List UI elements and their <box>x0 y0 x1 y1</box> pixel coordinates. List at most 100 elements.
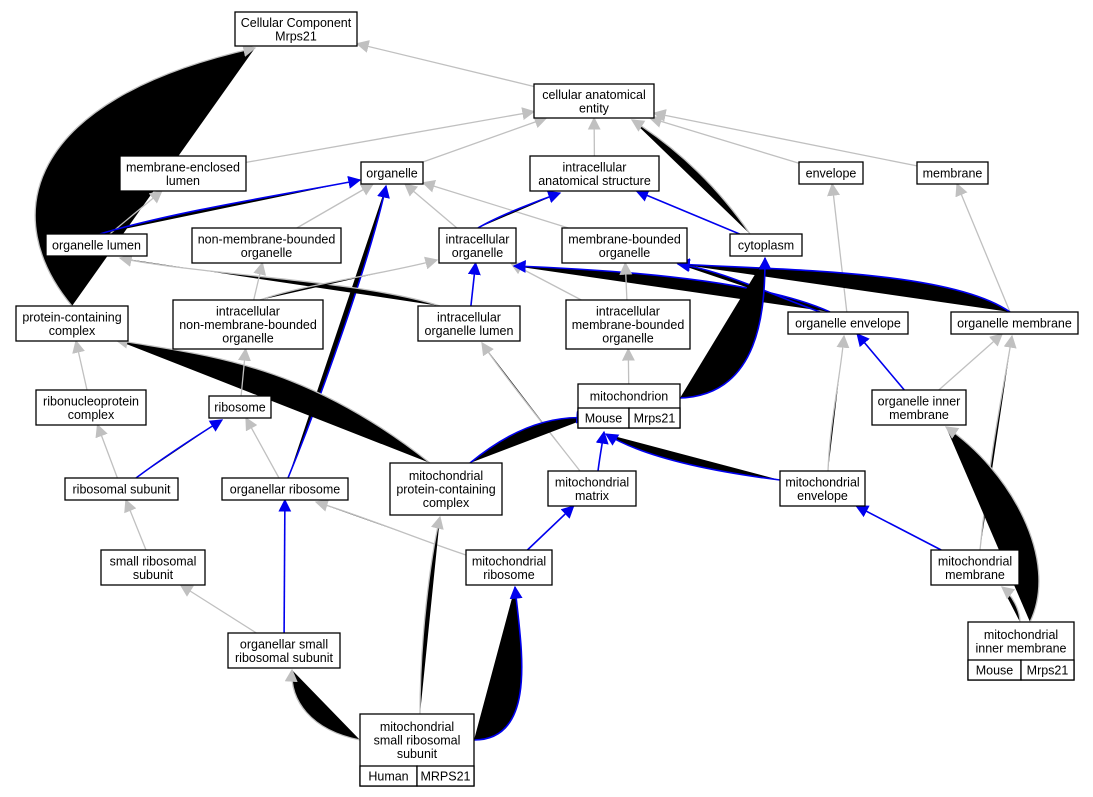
node-organelle[interactable]: organelle <box>360 161 424 185</box>
node-label-line: membrane-bounded <box>572 318 685 332</box>
node-box <box>547 470 637 507</box>
node-label-line: organelle inner <box>878 394 961 408</box>
node-box <box>100 549 206 586</box>
edge-mmat-to-mito <box>595 430 609 472</box>
edge-nmbo-to-organelle <box>296 183 375 229</box>
node-label-line: organelle <box>222 332 273 346</box>
edge-iol-to-io <box>467 261 481 307</box>
node-cyto[interactable]: cytoplasm <box>729 233 803 257</box>
edge-oim-to-oenv <box>856 333 905 391</box>
node-label-line: mitochondrial <box>380 720 454 734</box>
node-box <box>916 161 989 185</box>
node-label-line: subunit <box>397 747 438 761</box>
node-box <box>465 549 553 586</box>
node-label-line: inner membrane <box>975 641 1066 655</box>
node-label-line: organelle lumen <box>52 239 141 253</box>
node-label-line: cytoplasm <box>738 239 794 253</box>
edge-cae-to-cc <box>355 40 535 88</box>
node-box <box>529 155 660 192</box>
edge-menv-to-mito <box>604 433 781 481</box>
gene-label: Mrps21 <box>634 412 676 426</box>
node-box <box>798 161 864 185</box>
edge-inmbo-to-nmbo <box>253 261 267 301</box>
node-label-line: ribosome <box>214 401 265 415</box>
node-label-line: intracellular <box>437 310 501 324</box>
node-box <box>15 305 129 342</box>
edge-envelope-to-cae <box>648 115 800 164</box>
node-label-line: protein-containing <box>22 310 121 324</box>
node-oribo[interactable]: organellar ribosome <box>221 477 349 501</box>
node-label-line: ribonucleoprotein <box>43 394 139 408</box>
node-box <box>389 462 503 516</box>
node-label-line: matrix <box>575 489 610 503</box>
edge-inmbo-to-io <box>259 256 439 301</box>
node-label-line: small ribosomal <box>110 554 197 568</box>
node-ol[interactable]: organelle lumen <box>45 233 148 257</box>
node-box <box>438 227 517 264</box>
node-label-line: organelle <box>366 167 417 181</box>
node-label-line: mitochondrial <box>409 469 483 483</box>
edge-rnp-to-pcc <box>72 339 88 391</box>
edge-srsu-to-rsu <box>124 498 147 551</box>
node-box <box>787 311 909 335</box>
node-label-line: organelle <box>452 246 503 260</box>
node-membrane[interactable]: membrane <box>916 161 989 185</box>
node-box <box>533 83 655 119</box>
node-ribo[interactable]: ribosome <box>208 395 272 419</box>
node-omem[interactable]: organelle membrane <box>950 311 1079 335</box>
node-label-line: organelle membrane <box>957 317 1072 331</box>
edge-mito-to-cyto <box>679 256 772 399</box>
edge-io-to-ias <box>477 190 562 229</box>
node-box <box>561 227 688 264</box>
node-oenv[interactable]: organelle envelope <box>787 311 909 335</box>
node-label-line: complex <box>68 408 115 422</box>
node-rsu[interactable]: ribosomal subunit <box>64 477 179 501</box>
node-box <box>35 389 147 426</box>
node-label-line: envelope <box>806 167 857 181</box>
node-label-line: Mrps21 <box>275 29 317 43</box>
node-label-line: membrane <box>923 167 983 181</box>
node-box <box>221 477 349 501</box>
node-inmbo[interactable]: intracellularnon-membrane-boundedorganel… <box>172 299 324 350</box>
edge-io-to-organelle <box>404 183 458 229</box>
node-label-line: ribosome <box>483 568 534 582</box>
edge-oribo-to-ribo <box>245 416 280 479</box>
gene-label: MRPS21 <box>420 770 470 784</box>
edge-iol-to-ol <box>118 254 441 307</box>
node-label-line: complex <box>49 324 96 338</box>
edge-mpcc-to-mito <box>469 410 590 464</box>
node-label-line: intracellular <box>563 160 627 174</box>
node-label-line: organelle envelope <box>795 317 901 331</box>
node-box <box>119 155 247 192</box>
node-box <box>565 299 691 350</box>
edge-ribo-to-inmbo <box>238 347 251 397</box>
node-envelope[interactable]: envelope <box>798 161 864 185</box>
species-label: Mouse <box>976 664 1014 678</box>
edge-oim-to-omem <box>938 333 1004 391</box>
